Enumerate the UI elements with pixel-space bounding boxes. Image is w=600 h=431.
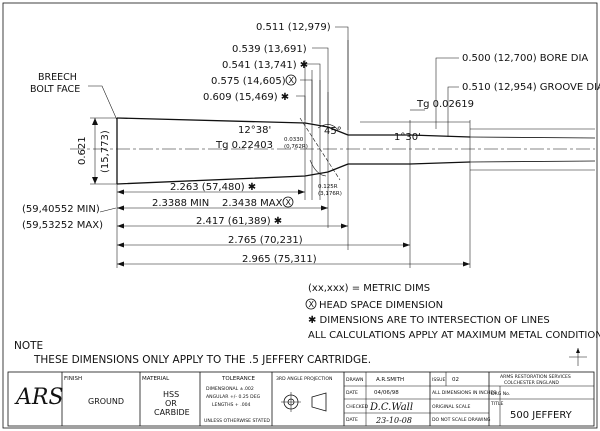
note-text: THESE DIMENSIONS ONLY APPLY TO THE .5 JE… (33, 354, 371, 366)
datum-marker (569, 348, 587, 366)
breech-label-line2: BOLT FACE (30, 84, 80, 95)
body-top (116, 117, 329, 128)
tolerance-length: LENGTHS + .004 (212, 402, 251, 408)
len-max: 2.3438 MAX (222, 198, 283, 209)
headspace-symbol: X (289, 76, 295, 85)
title-label: TITLE (490, 401, 504, 407)
title-block: ARS FINISH GROUND MATERIAL HSS OR CARBID… (7, 371, 595, 427)
bore-top (469, 136, 596, 139)
legend-calculations: ALL CALCULATIONS APPLY AT MAXIMUM METAL … (308, 330, 600, 341)
throat-angle: 1°30' (394, 132, 421, 143)
small-dim-c: 0.125R (318, 184, 338, 190)
company-name: ARMS RESTORATION SERVICES (500, 374, 571, 380)
drg-label: DRG No. (491, 391, 510, 397)
bore-dia-label: 0.500 (12,700) BORE DIA (462, 53, 588, 64)
len-2965: 2.965 (75,311) (242, 254, 317, 265)
range-min: (59,40552 MIN) (22, 204, 100, 215)
drawing-title: 500 JEFFERY (510, 410, 573, 421)
original-scale: ORIGINAL SCALE (432, 404, 471, 410)
headspace-symbol-2: X (286, 198, 292, 207)
headspace-symbol-circle (285, 74, 297, 86)
breech-dia-mm: (15,773) (100, 130, 111, 173)
legend-metric: (xx,xxx) = METRIC DIMS (308, 283, 430, 294)
tolerance-label: TOLERANCE (221, 376, 256, 382)
note: NOTE THESE DIMENSIONS ONLY APPLY TO THE … (14, 340, 371, 366)
issue-value: 02 (452, 377, 459, 383)
chamber-annotations: 12°38' Tg 0.22403 0.0330 (0,762R) 45° 0.… (215, 99, 474, 197)
bore-labels: 0.500 (12,700) BORE DIA 0.510 (12,954) G… (435, 53, 600, 137)
material-label: MATERIAL (142, 376, 170, 382)
date2-value: 23-10-08 (375, 416, 412, 425)
breech-dia: 0.621 (77, 136, 88, 165)
length-dimensions: 2.263 (57,480) ✱ 2.3388 MIN 2.3438 MAX X… (116, 182, 470, 268)
material-value-1: HSS (163, 390, 179, 399)
legend: (xx,xxx) = METRIC DIMS X HEAD SPACE DIME… (305, 283, 600, 341)
checked-label: CHECKED (346, 404, 369, 410)
material-value-2: OR (165, 399, 177, 408)
finish-value: GROUND (88, 397, 124, 406)
finish-label: FINISH (64, 376, 82, 382)
date2-label: DATE (346, 417, 358, 423)
material-value-3: CARBIDE (154, 408, 190, 417)
callout-0609: 0.609 (15,469) ✱ (203, 92, 289, 103)
note-title: NOTE (14, 340, 43, 352)
body-taper: Tg 0.22403 (215, 140, 273, 151)
do-not-scale: DO NOT SCALE DRAWING (432, 417, 491, 423)
tolerance-unless: UNLESS OTHERWISE STATED (204, 418, 270, 424)
taper-angle: 12°38' (238, 125, 271, 136)
top-callouts: 0.511 (12,979) 0.539 (13,691) 0.541 (13,… (203, 22, 349, 130)
range-max: (59,53252 MAX) (22, 220, 103, 231)
projection-label: 3RD ANGLE PROJECTION (276, 376, 332, 382)
tolerance-angular: ANGULAR +/- 0.25 DEG (206, 394, 261, 400)
tolerance-dim: DIMENSIONAL ±.002 (206, 386, 254, 392)
issue-label: ISSUE (432, 377, 446, 383)
len-2263: 2.263 (57,480) ✱ (170, 182, 256, 193)
chamber-outline (70, 40, 596, 268)
breech-diameter: 0.621 (15,773) (77, 117, 117, 185)
len-min: 2.3388 MIN (152, 198, 209, 209)
drawn-label: DRAWN (346, 377, 363, 383)
len-2417: 2.417 (61,389) ✱ (196, 216, 282, 227)
legend-headspace: HEAD SPACE DIMENSION (319, 300, 443, 311)
checked-signature: D.C.Wall (369, 402, 413, 413)
drawn-value: A.R.SMITH (376, 377, 404, 383)
breech-label-line1: BREECH (38, 72, 77, 83)
date-value: 04/06/98 (374, 390, 399, 396)
breech-label: BREECH BOLT FACE (30, 72, 118, 121)
callout-0539: 0.539 (13,691) (232, 44, 307, 55)
small-dim-d: (3,176R) (318, 191, 342, 197)
callout-0575: 0.575 (14,605) (211, 76, 286, 87)
len-2765: 2.765 (70,231) (228, 235, 303, 246)
legend-headspace-symbol: X (309, 300, 315, 309)
callout-0541: 0.541 (13,741) ✱ (222, 60, 308, 71)
groove-dia-label: 0.510 (12,954) GROOVE DIA (462, 82, 600, 93)
shoulder-angle: 45° (324, 126, 342, 137)
small-dim-b: (0,762R) (284, 144, 308, 150)
callout-0511: 0.511 (12,979) (256, 22, 331, 33)
metric-range: (59,40552 MIN) (59,53252 MAX) (22, 204, 117, 231)
company-location: COLCHESTER ENGLAND (504, 380, 559, 386)
legend-intersection: ✱ DIMENSIONS ARE TO INTERSECTION OF LINE… (308, 315, 550, 326)
bore-bottom (469, 160, 596, 163)
throat-taper: Tg 0.02619 (416, 99, 474, 110)
date-label: DATE (346, 390, 358, 396)
company-logo: ARS (14, 385, 64, 410)
all-dims-inches: ALL DIMENSIONS IN INCHES (432, 390, 496, 396)
small-dim-a: 0.0330 (284, 137, 304, 143)
